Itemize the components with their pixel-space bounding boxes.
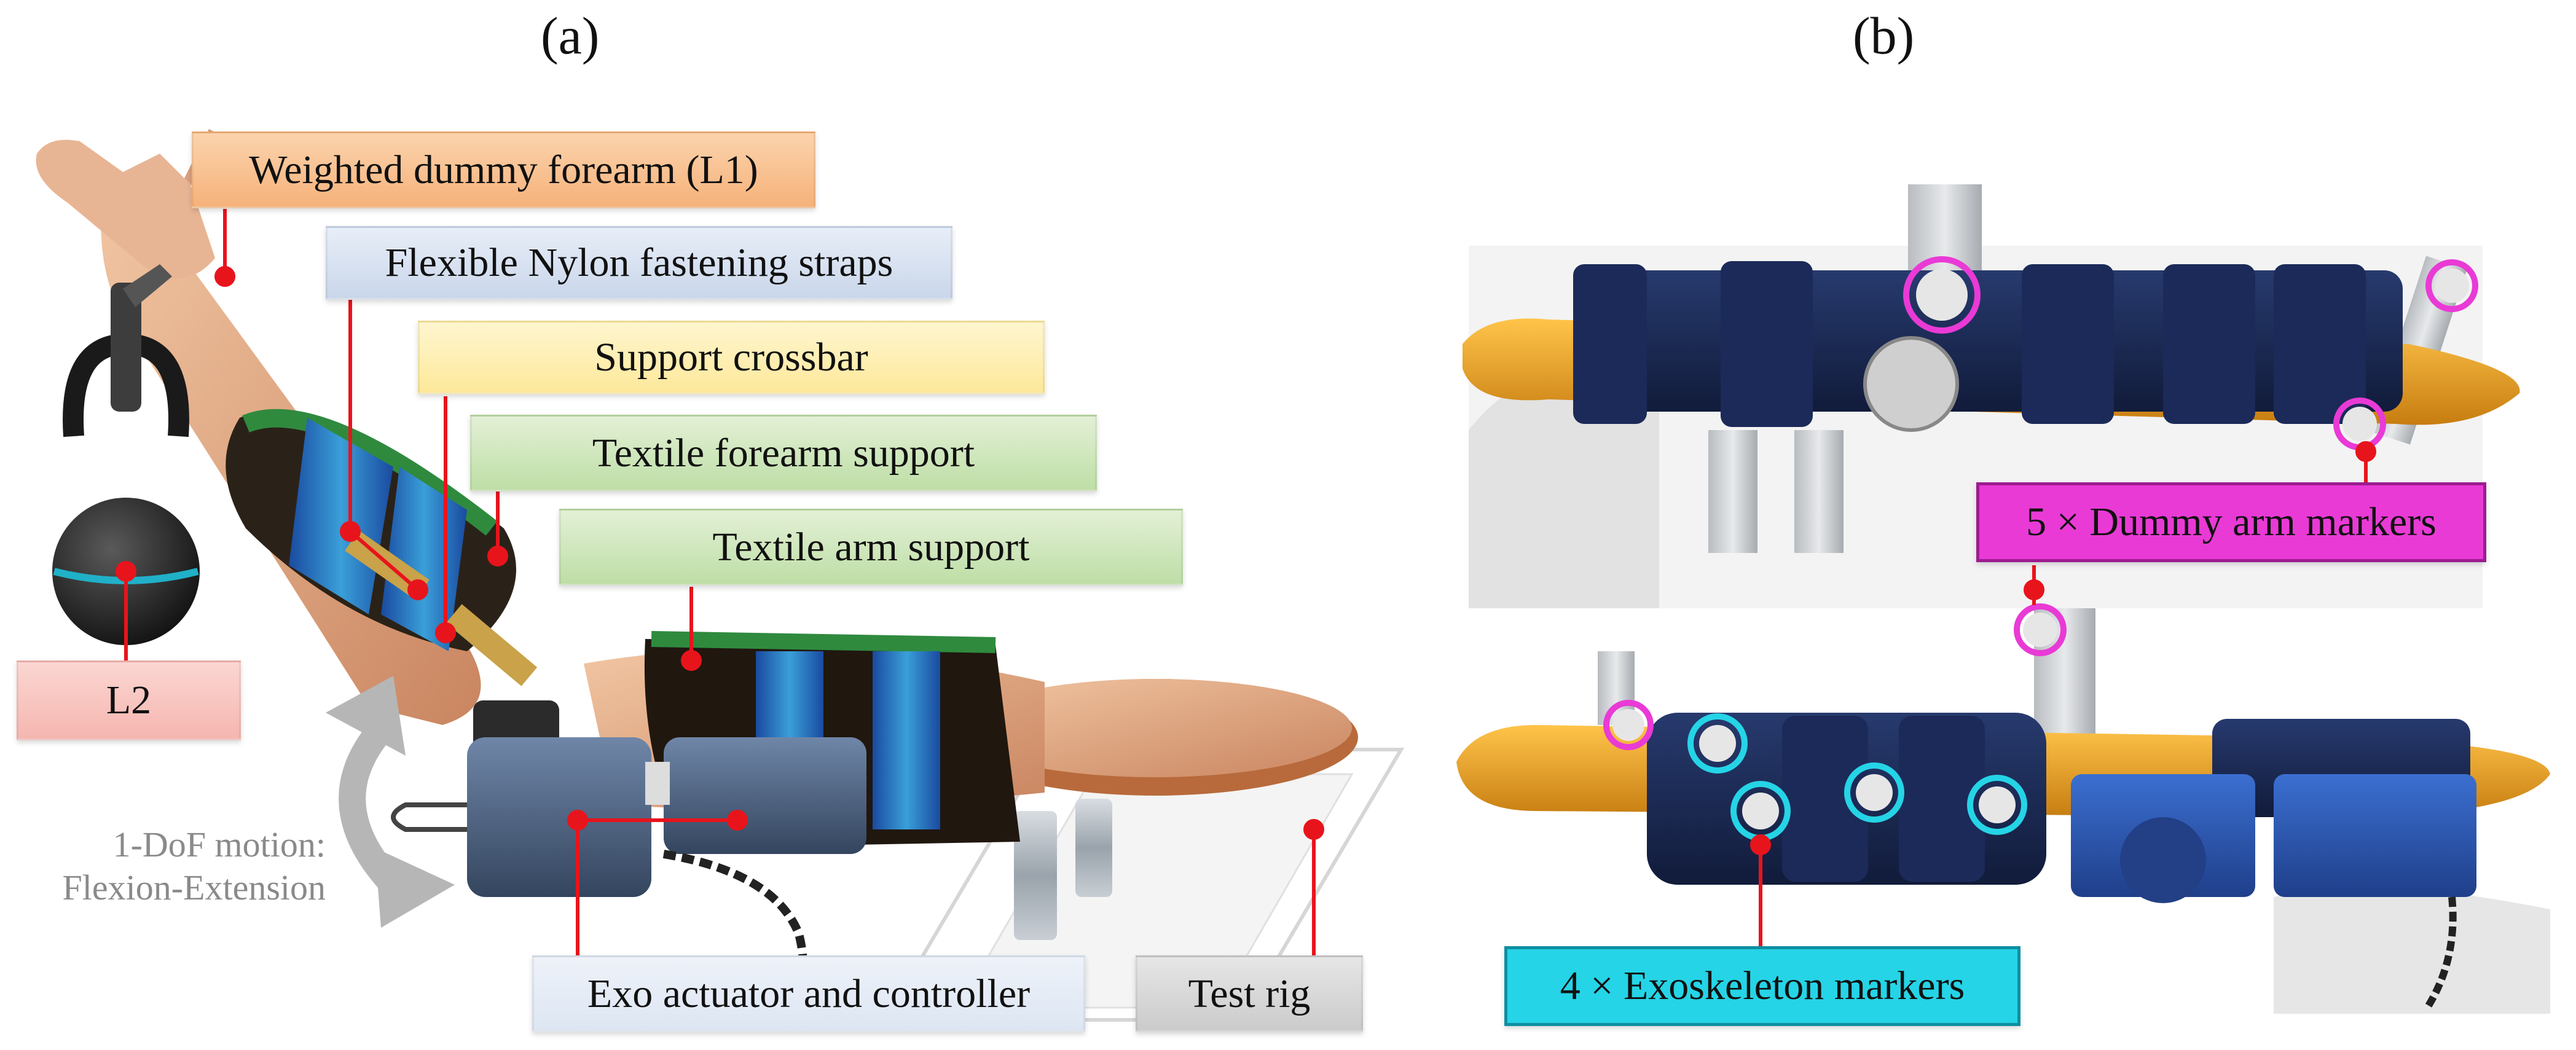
leader-lines-a [116, 209, 1324, 958]
label-weighted-dummy-forearm: Weighted dummy forearm (L1) [192, 131, 815, 208]
panel-label-b: (b) [1853, 6, 1915, 65]
exo-marker-rings [1687, 713, 2027, 841]
photo-top [1463, 184, 2520, 608]
exo-actuator [391, 700, 866, 1000]
motion-line-1: 1-DoF motion: [112, 825, 326, 864]
label-nylon-straps: Flexible Nylon fastening straps [326, 226, 952, 300]
label-test-rig: Test rig [1136, 955, 1363, 1032]
motion-annotation: 1-DoF motion: Flexion-Extension [37, 823, 326, 909]
dummy-marker-rings [1603, 256, 2478, 750]
label-dummy-arm-markers: 5 × Dummy arm markers [1976, 482, 2486, 562]
panel-label-a: (a) [541, 6, 600, 65]
label-exoskeleton-markers: 4 × Exoskeleton markers [1504, 946, 2020, 1026]
motion-line-2: Flexion-Extension [62, 868, 326, 907]
leader-lines-b [1750, 441, 2376, 946]
label-exo-actuator-controller: Exo actuator and controller [532, 955, 1085, 1032]
label-textile-arm-support: Textile arm support [559, 509, 1183, 586]
motion-arrow [326, 676, 455, 928]
label-textile-forearm-support: Textile forearm support [470, 415, 1097, 492]
label-l2: L2 [17, 660, 241, 740]
label-support-crossbar: Support crossbar [418, 321, 1045, 394]
